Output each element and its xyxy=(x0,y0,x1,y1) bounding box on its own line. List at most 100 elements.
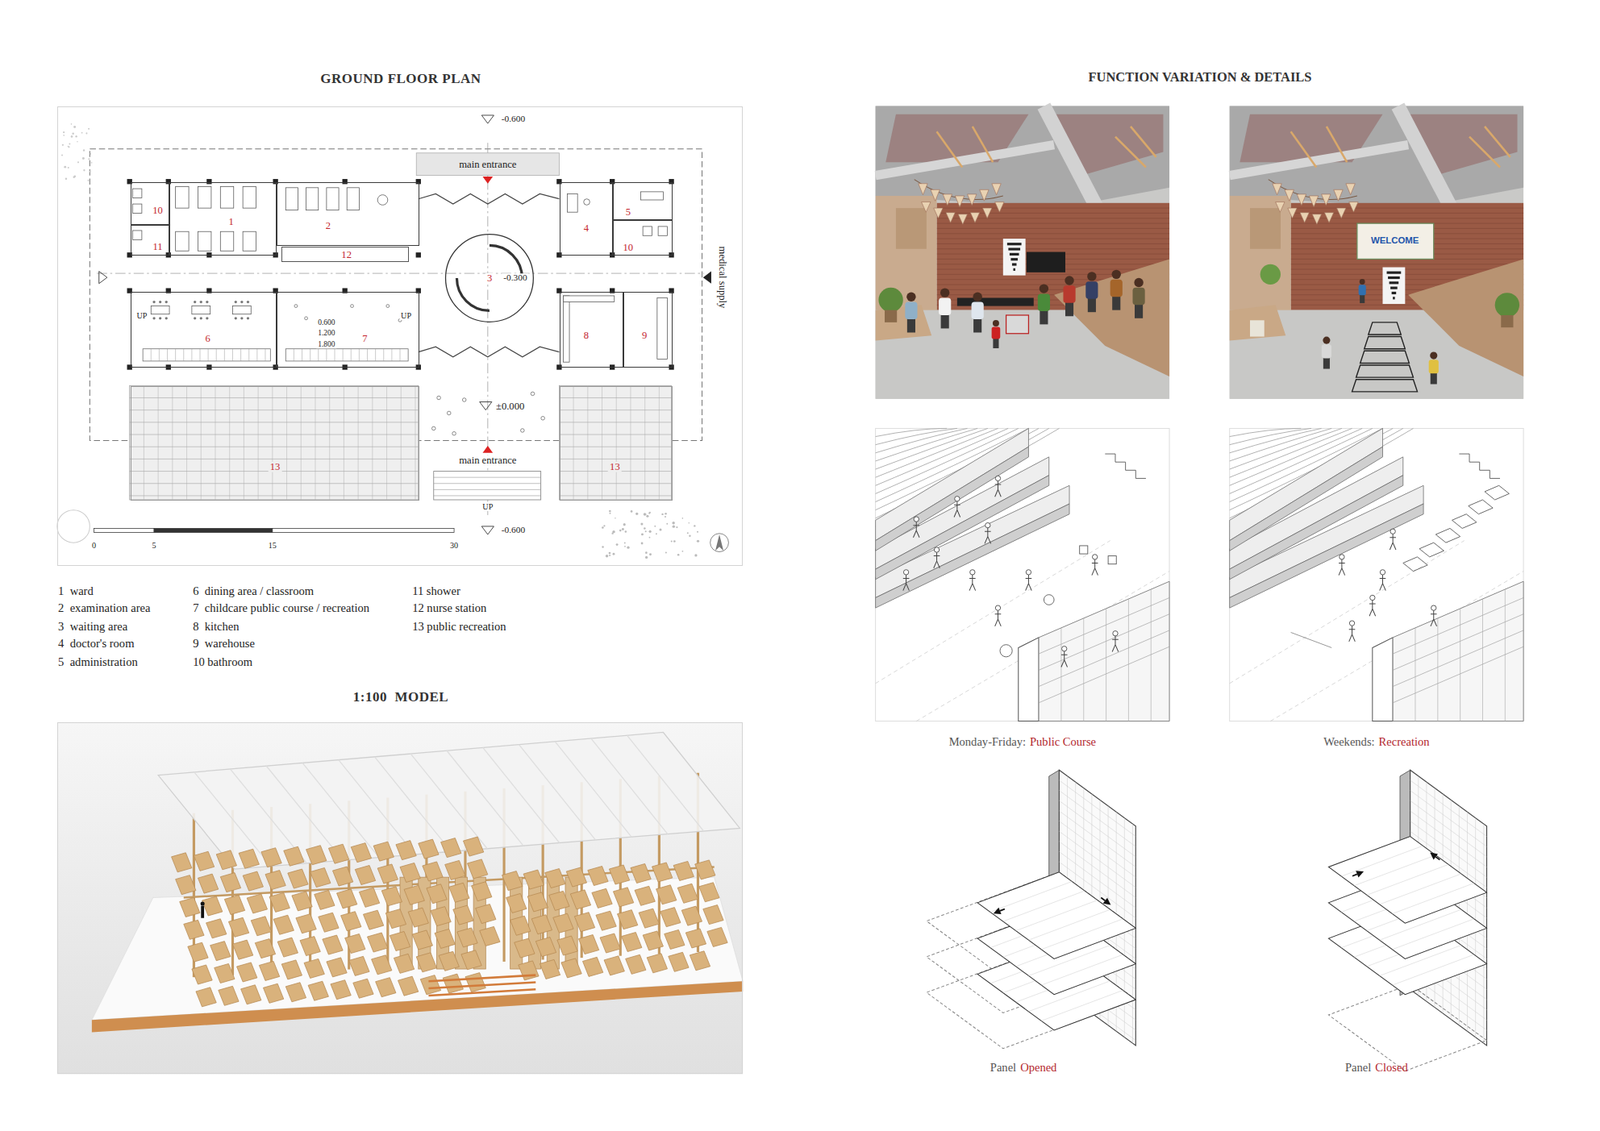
wall-hatch xyxy=(1483,824,1484,1044)
move-arrow xyxy=(1000,909,1005,912)
bunting-flag xyxy=(991,183,1001,196)
stand-step xyxy=(129,409,419,411)
model-slat xyxy=(337,889,358,909)
stand-step xyxy=(129,421,419,423)
axo-frame xyxy=(1229,428,1524,721)
legend-item: 12 nurse station xyxy=(412,602,487,615)
model-slat xyxy=(214,963,235,984)
wood-seating xyxy=(875,304,933,341)
roof-rafter xyxy=(1229,428,1302,437)
stair-tread xyxy=(216,349,217,362)
shelf-divider xyxy=(1083,618,1084,722)
brick-course xyxy=(937,208,1170,209)
person-legs xyxy=(1359,294,1365,304)
figure-head xyxy=(1379,570,1385,575)
level-marker xyxy=(479,402,492,411)
vegetation-dot xyxy=(616,543,619,546)
vegetation-dot xyxy=(625,530,628,534)
figure-body xyxy=(995,610,1002,627)
stand-slat xyxy=(229,385,230,500)
vegetation-dot xyxy=(608,554,611,557)
model-slat xyxy=(453,905,474,925)
model-slat xyxy=(228,917,249,938)
scaled-art xyxy=(57,106,1524,1075)
shelf-divider xyxy=(1414,628,1416,722)
level-mark: ±0.000 xyxy=(494,400,526,412)
wood-partition xyxy=(1250,208,1281,250)
corridor-arrow xyxy=(99,271,108,284)
vegetation-dot xyxy=(654,525,656,528)
person-legs xyxy=(1112,295,1121,311)
stand-slat xyxy=(286,385,288,500)
roof-rib xyxy=(446,750,524,846)
stair-label: UP xyxy=(134,312,149,321)
model-slat xyxy=(218,986,239,1006)
chair xyxy=(583,199,591,206)
wall-slab xyxy=(1018,637,1039,722)
stair-tread xyxy=(158,349,160,362)
vegetation-dot xyxy=(696,531,699,534)
vegetation-dot xyxy=(681,550,684,553)
model-slat xyxy=(202,896,223,917)
bunting-flag xyxy=(1324,212,1334,224)
stand-top xyxy=(1229,428,1384,541)
stand-slat xyxy=(400,385,402,500)
stand-step xyxy=(129,483,419,484)
model-slat xyxy=(420,975,441,996)
model-slat xyxy=(175,875,196,896)
vegetation-dot xyxy=(649,537,651,539)
model-slat xyxy=(277,937,298,958)
stair-label: UP xyxy=(480,503,495,512)
model-slat xyxy=(216,850,237,871)
vegetation-dot xyxy=(682,517,684,520)
shelf-line xyxy=(1392,646,1524,704)
wall-hatch xyxy=(1058,831,1136,888)
level-mark: 0.600 xyxy=(316,319,337,327)
room-number: 9 xyxy=(640,329,649,341)
bed xyxy=(242,231,256,251)
panel-grid xyxy=(1392,919,1475,950)
caption-text: Weekends: xyxy=(1323,736,1375,749)
model-slat xyxy=(295,914,317,934)
vegetation-dot xyxy=(73,175,76,179)
model-slat xyxy=(367,933,388,953)
figure-body xyxy=(1369,600,1376,617)
wood-seating xyxy=(1054,258,1170,377)
wall-hatch xyxy=(1058,821,1136,879)
model-slat xyxy=(241,985,262,1005)
model-slat xyxy=(699,883,720,903)
bed xyxy=(175,231,189,251)
bunting-flag xyxy=(1300,212,1309,224)
shelf-divider xyxy=(1150,589,1152,722)
hall-wall xyxy=(418,346,560,358)
roof-rafter xyxy=(875,428,979,461)
room-number: 7 xyxy=(360,333,369,344)
stair-tread xyxy=(224,349,225,362)
vegetation-dot xyxy=(601,526,605,530)
vegetation-dot xyxy=(603,525,605,527)
stand-step xyxy=(129,446,419,448)
person-body xyxy=(1429,359,1439,374)
vegetation-dot xyxy=(67,145,70,148)
seat-dot xyxy=(462,398,467,403)
stair-tread xyxy=(334,349,336,362)
stand-slat xyxy=(629,385,631,500)
bunting-flag xyxy=(967,194,977,206)
stand-slat xyxy=(343,385,345,500)
legend-item: 10 bathroom xyxy=(192,656,253,669)
vegetation-dot xyxy=(619,529,622,533)
stand-fill xyxy=(129,385,419,500)
vegetation-dot xyxy=(611,533,613,535)
figure-body xyxy=(954,501,961,518)
model-slat xyxy=(358,887,380,908)
stand-front xyxy=(1229,446,1384,551)
vegetation-dot xyxy=(609,512,612,515)
chair-dot xyxy=(240,316,243,320)
nurse-station-zone: 12 xyxy=(281,246,409,263)
model-slat xyxy=(232,940,253,960)
model-slat xyxy=(677,883,698,904)
stand-step xyxy=(558,434,671,436)
stand-step xyxy=(558,409,671,411)
vegetation-dot xyxy=(612,553,616,556)
